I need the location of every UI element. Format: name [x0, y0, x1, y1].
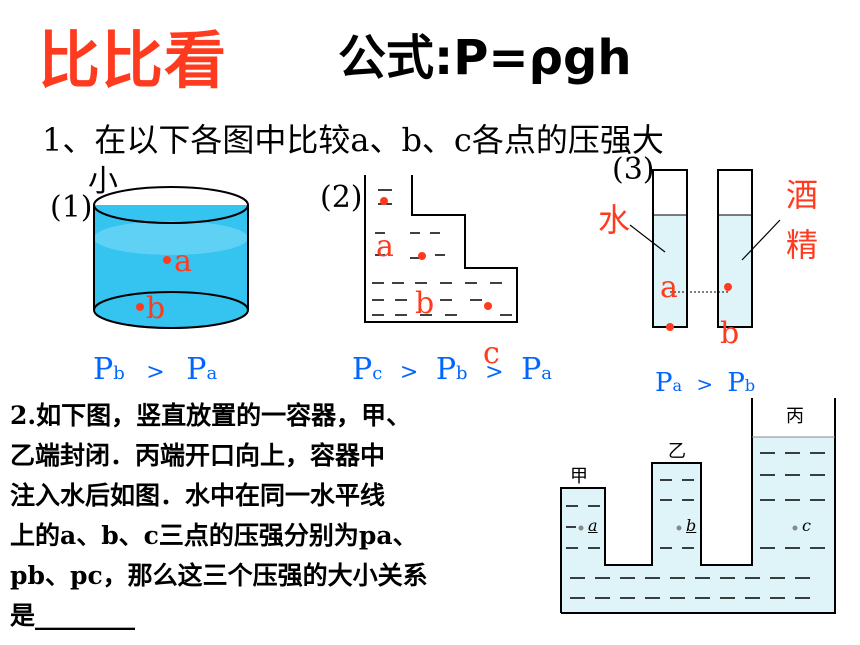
fig1-cylinder [93, 186, 249, 329]
fig3-point-b: b [720, 316, 740, 351]
question-1-line1: 1、在以下各图中比较a、b、c各点的压强大 [42, 121, 664, 159]
q2-label-bing: 丙 [786, 406, 804, 427]
question-2-line: 乙端封闭．丙端开口向上，容器中 [10, 441, 386, 470]
slide-title: 比比看 [38, 24, 228, 97]
formula: 公式:P=ρgh [338, 30, 632, 86]
fig2-point-a: a [376, 229, 394, 264]
fig3-relation: Pa > Pb [655, 368, 756, 398]
question-2-line: 上的a、b、c三点的压强分别为pa、 [10, 521, 418, 550]
fig1-point-a: a [174, 244, 192, 279]
question-2: 2.如下图，竖直放置的一容器，甲、 乙端封闭．丙端开口向上，容器中 注入水后如图… [10, 396, 545, 636]
question-2-line: 是________ [10, 601, 136, 630]
fig3-alcohol-label-2: 精 [786, 226, 819, 264]
fig2-container [364, 175, 518, 323]
q2-point-c: c [802, 516, 811, 535]
fig2-point-b: b [415, 286, 435, 321]
fig1-label: (1) [50, 190, 93, 225]
fig1-point-b: b [146, 291, 166, 326]
fig2-relation: Pc > Pb > Pa [352, 352, 552, 387]
question-2-line: 2.如下图，竖直放置的一容器，甲、 [10, 401, 412, 430]
fig3-alcohol-label-1: 酒 [786, 176, 819, 214]
q2-container [560, 398, 836, 614]
fig2-point-c: c [483, 336, 500, 371]
q2-label-yi: 乙 [668, 441, 686, 462]
fig3-water-label: 水 [598, 201, 631, 239]
fig3-label: (3) [612, 152, 655, 187]
q2-label-jia: 甲 [570, 466, 588, 487]
q2-point-b: b [686, 516, 697, 535]
fig2-label: (2) [320, 180, 363, 215]
fig3-point-a: a [660, 270, 678, 305]
q2-point-a: a [588, 516, 598, 535]
fig1-relation: Pb > Pa [93, 352, 218, 387]
question-2-line: 注入水后如图．水中在同一水平线 [10, 481, 386, 510]
fig3-tubes [629, 169, 781, 331]
question-2-line: pb、pc，那么这三个压强的大小关系 [10, 561, 428, 590]
